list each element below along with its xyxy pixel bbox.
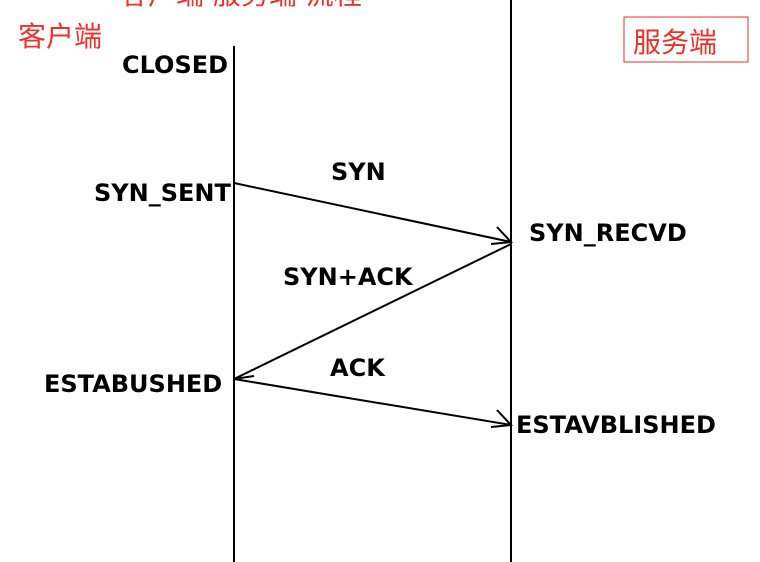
message-label-ack: ACK (330, 354, 386, 382)
server-label-box (623, 16, 749, 63)
message-label-syn-ack: SYN+ACK (283, 263, 414, 291)
syn-ack-arrowhead (233, 356, 255, 381)
server-label: 服务端 (633, 26, 717, 59)
client-state-established: ESTABUSHED (44, 370, 222, 398)
server-state-established: ESTAVBLISHED (516, 411, 716, 439)
client-label: 客户端 (18, 20, 102, 53)
ack-arrowhead (490, 409, 514, 428)
client-state-syn-sent: SYN_SENT (94, 179, 232, 207)
client-state-closed: CLOSED (122, 51, 228, 79)
message-label-syn: SYN (331, 158, 386, 186)
ack-message-line (233, 378, 512, 426)
syn-ack-message-line (233, 243, 512, 380)
cut-off-title: 客户端 服务端 流程 (120, 0, 362, 11)
syn-message-line (233, 182, 512, 243)
server-state-syn-recvd: SYN_RECVD (529, 219, 687, 247)
syn-arrowhead (490, 226, 514, 245)
